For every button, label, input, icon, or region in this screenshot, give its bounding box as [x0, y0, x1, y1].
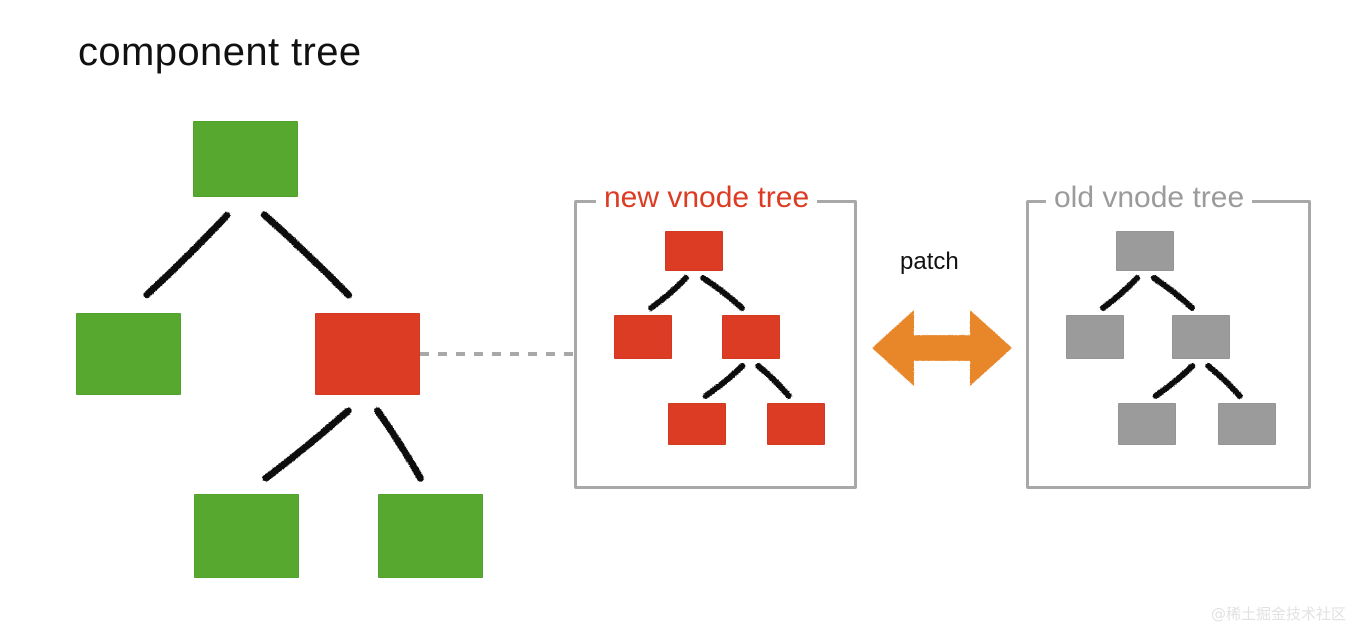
new-vnode-node-n-child-left [614, 315, 672, 359]
component-node-grand-right [378, 494, 483, 578]
component-node-grand-left [194, 494, 299, 578]
tree-edge [374, 407, 424, 482]
tree-edge [143, 211, 231, 299]
page-title: component tree [78, 30, 362, 74]
old-vnode-node-o-grand-right [1218, 403, 1276, 445]
old-vnode-node-o-child-right [1172, 315, 1230, 359]
new-vnode-node-n-root [665, 231, 723, 271]
component-node-child-left [76, 313, 181, 395]
tree-edge [262, 407, 352, 482]
old-vnode-tree-label: old vnode tree [1046, 183, 1253, 213]
patch-label: patch [900, 248, 959, 275]
component-node-root [193, 121, 298, 197]
tree-edge [260, 211, 353, 299]
new-vnode-tree-label: new vnode tree [596, 183, 818, 213]
old-vnode-node-o-root [1116, 231, 1174, 271]
component-node-child-right [315, 313, 420, 395]
old-vnode-node-o-child-left [1066, 315, 1124, 359]
new-vnode-node-n-child-right [722, 315, 780, 359]
patch-arrow [872, 310, 1012, 386]
watermark: @稀土掘金技术社区 [1210, 605, 1346, 623]
new-vnode-node-n-grand-right [767, 403, 825, 445]
old-vnode-node-o-grand-left [1118, 403, 1176, 445]
patch-double-arrow [872, 310, 1012, 386]
new-vnode-node-n-grand-left [668, 403, 726, 445]
